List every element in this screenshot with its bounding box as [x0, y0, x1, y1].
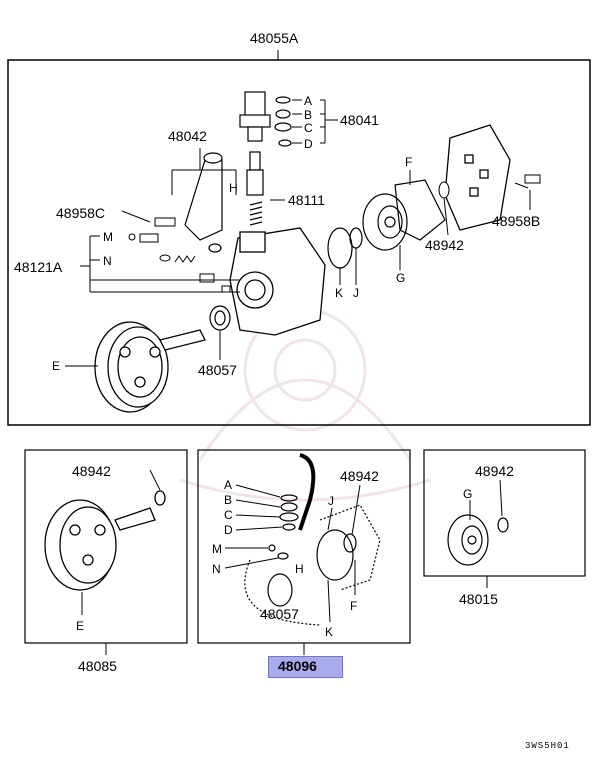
ref-k-label: K: [335, 286, 344, 300]
part-48942-kit1-label[interactable]: 48942: [72, 463, 111, 479]
part-48085-label[interactable]: 48085: [78, 658, 117, 674]
ref-m-kit-label: M: [212, 542, 222, 556]
seal-48942: [438, 181, 450, 199]
part-48942-kit3-label[interactable]: 48942: [475, 463, 514, 479]
ref-f-kit-label: F: [350, 599, 358, 613]
part-48942-label[interactable]: 48942: [425, 237, 464, 253]
part-48096-label[interactable]: 48096: [278, 658, 317, 674]
part-48958B-label[interactable]: 48958B: [492, 213, 541, 229]
ref-a-label: A: [304, 94, 313, 108]
ref-e-kit-label: E: [76, 619, 85, 633]
ref-j-label: J: [353, 286, 359, 300]
flow-control-valve: [246, 151, 264, 226]
cartridge-kit-g: [362, 193, 408, 251]
part-48057-label[interactable]: 48057: [198, 362, 237, 378]
part-48121A-label[interactable]: 48121A: [14, 259, 63, 275]
ref-h-label: H: [229, 181, 238, 195]
part-48015-label[interactable]: 48015: [459, 591, 498, 607]
relief-valve-parts: [128, 217, 231, 293]
ref-c-kit-label: C: [224, 508, 233, 522]
part-48042-label[interactable]: 48042: [168, 128, 207, 144]
bolt-48958b: [514, 174, 541, 189]
ref-h-kit-label: H: [295, 562, 304, 576]
watermark-emblem: [179, 308, 431, 502]
suction-connector: [184, 152, 223, 253]
oil-seal: [209, 305, 231, 331]
ref-c-label: C: [304, 121, 313, 135]
part-48111-label[interactable]: 48111: [288, 192, 325, 208]
ref-e-label: E: [52, 359, 61, 373]
main-assembly-frame: [7, 59, 591, 426]
pulley-kit-drawing: [44, 490, 166, 591]
ref-b-kit-label: B: [224, 493, 233, 507]
ref-d-kit-label: D: [224, 523, 233, 537]
cartridge-kit-drawing: [447, 514, 509, 566]
gasket-f: [394, 179, 446, 241]
part-48041-label[interactable]: 48041: [340, 112, 379, 128]
ref-b-label: B: [304, 108, 313, 122]
ref-n-kit-label: N: [212, 562, 221, 576]
ref-f-label: F: [405, 155, 413, 169]
ref-n-label: N: [103, 254, 112, 268]
part-48942-kit2-label[interactable]: 48942: [340, 468, 379, 484]
diagram-code: 3WS5H01: [525, 741, 570, 751]
part-48055A-label[interactable]: 48055A: [250, 30, 299, 46]
pulley: [94, 321, 206, 413]
cartridge-kit-frame: [423, 449, 586, 577]
ref-g-label: G: [396, 271, 406, 285]
o-rings-k-j: [327, 227, 363, 269]
ref-j-kit-label: J: [328, 494, 334, 508]
part-48057-kit-label[interactable]: 48057: [260, 606, 299, 622]
ref-a-kit-label: A: [224, 478, 233, 492]
seal-kit-drawing: [244, 453, 381, 626]
ref-m-label: M: [103, 230, 113, 244]
part-48958C-label[interactable]: 48958C: [56, 205, 106, 221]
pressure-fitting: [239, 91, 292, 147]
ref-g-kit-label: G: [463, 487, 473, 501]
ref-d-label: D: [304, 137, 313, 151]
selected-part-highlight[interactable]: [268, 656, 343, 678]
pump-body: [229, 227, 326, 336]
ref-k-kit-label: K: [325, 625, 334, 639]
